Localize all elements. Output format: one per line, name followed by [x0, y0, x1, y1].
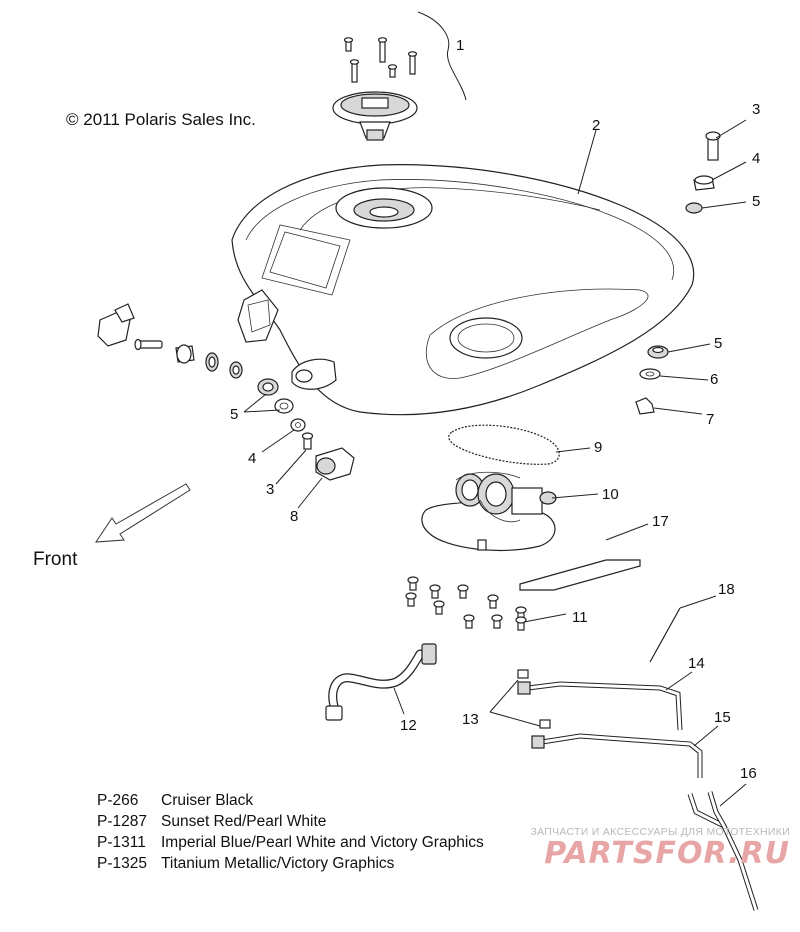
color-option: P-266 Cruiser Black [97, 790, 484, 811]
callout-13: 13 [462, 711, 479, 728]
color-options-list: P-266 Cruiser Black P-1287 Sunset Red/Pear… [97, 790, 484, 874]
color-name: Titanium Metallic/Victory Graphics [161, 855, 395, 872]
callout-4-right: 4 [752, 150, 760, 167]
callout-11: 11 [572, 609, 588, 626]
left-mount-parts [97, 303, 243, 379]
color-option: P-1311 Imperial Blue/Pearl White and Vict… [97, 832, 484, 853]
y-hose [687, 791, 759, 911]
fitting-13b [539, 719, 551, 729]
color-code: P-1311 [97, 834, 146, 851]
watermark: ЗАПЧАСТИ И АКСЕССУАРЫ ДЛЯ МОТОТЕХНИКИ PA… [530, 826, 790, 871]
callout-2: 2 [592, 117, 600, 134]
fuel-cap-assembly [332, 37, 418, 141]
callout-6: 6 [710, 371, 718, 388]
color-name: Sunset Red/Pearl White [161, 813, 327, 830]
callout-5-left: 5 [230, 406, 238, 423]
color-code: P-1287 [97, 813, 147, 830]
vent-hose [325, 643, 437, 721]
rod-18 [649, 607, 681, 663]
cap-screws [343, 37, 418, 83]
callout-4-left: 4 [248, 450, 256, 467]
washer-4 [290, 418, 306, 432]
fuel-cap [332, 91, 418, 141]
gasket [448, 424, 560, 465]
rear-mount-parts-left [257, 378, 355, 481]
callout-1: 1 [456, 37, 464, 54]
color-name: Imperial Blue/Pearl White and Victory Gr… [161, 834, 484, 851]
grommet-5b [274, 398, 294, 414]
fuel-tank [231, 164, 695, 416]
callout-15: 15 [714, 709, 731, 726]
fuel-lines [517, 669, 703, 778]
callout-9: 9 [594, 439, 602, 456]
watermark-tagline: ЗАПЧАСТИ И АКСЕССУАРЫ ДЛЯ МОТОТЕХНИКИ [530, 826, 790, 838]
pump-screws [405, 576, 527, 631]
callout-numbers: 1 2 3 4 5 5 6 7 5 4 3 8 9 10 17 11 12 13… [230, 37, 760, 782]
washer-6 [639, 368, 661, 380]
fuel-pump-assembly [421, 471, 557, 552]
fitting-13a [517, 669, 529, 679]
callout-5-right: 5 [714, 335, 722, 352]
callout-5-right-top: 5 [752, 193, 760, 210]
callout-10: 10 [602, 486, 619, 503]
callout-18: 18 [718, 581, 735, 598]
color-name: Cruiser Black [161, 792, 254, 809]
grommet-5-right-top [685, 202, 703, 214]
front-label: Front [33, 549, 78, 570]
right-side-fasteners [635, 131, 721, 415]
fuel-level-sender [519, 508, 641, 591]
callout-3-right: 3 [752, 101, 760, 118]
watermark-logo: PARTSFOR.RU [544, 836, 790, 871]
callout-8: 8 [290, 508, 298, 525]
callout-14: 14 [688, 655, 705, 672]
callout-17: 17 [652, 513, 669, 530]
color-code: P-1325 [97, 855, 147, 872]
callout-12: 12 [400, 717, 417, 734]
color-option: P-1287 Sunset Red/Pearl White [97, 811, 484, 832]
leader-lines [243, 11, 747, 807]
callout-7: 7 [706, 411, 714, 428]
color-code: P-266 [97, 792, 139, 809]
front-arrow-icon [95, 483, 191, 543]
callout-16: 16 [740, 765, 757, 782]
callout-3-left: 3 [266, 481, 274, 498]
color-option: P-1325 Titanium Metallic/Victory Graphics [97, 853, 484, 874]
clip-7 [635, 397, 655, 415]
copyright-notice: © 2011 Polaris Sales Inc. [66, 110, 256, 129]
